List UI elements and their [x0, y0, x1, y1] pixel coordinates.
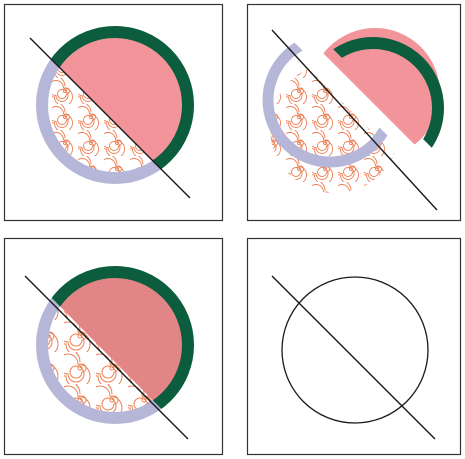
panel-divided-pieces-separated [248, 5, 461, 221]
panel-combined-shape [5, 5, 223, 221]
panel-divided-pieces-rejoined [5, 239, 223, 455]
panel-outline-circle-and-cut-line [248, 239, 461, 455]
